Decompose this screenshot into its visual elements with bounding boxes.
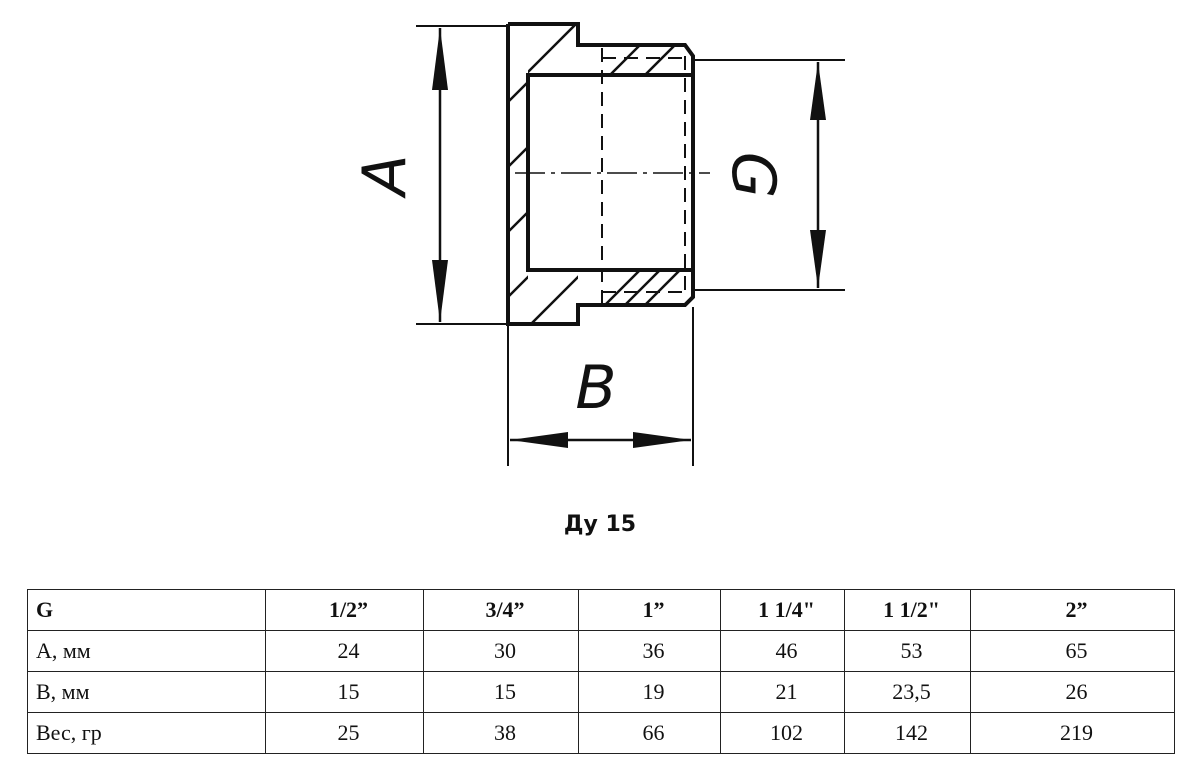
table-cell: 66 [578, 712, 721, 754]
table-cell: 19 [578, 671, 721, 713]
table-cell: 46 [720, 630, 845, 672]
table-cell: 21 [720, 671, 845, 713]
table-cell: 102 [720, 712, 845, 754]
header-cell: 1/2” [265, 589, 424, 631]
header-cell: 3/4” [423, 589, 579, 631]
header-cell: 1 1/2" [844, 589, 971, 631]
table-row: A, мм 24 30 36 46 53 65 [27, 630, 1175, 672]
dimension-a-label: A [350, 154, 420, 199]
thread-lines [601, 48, 690, 305]
plug-technical-drawing: A G B [350, 22, 845, 466]
table-cell: 15 [265, 671, 424, 713]
table-cell: 219 [970, 712, 1175, 754]
dimension-b-label: B [575, 353, 616, 423]
header-cell: 2” [970, 589, 1175, 631]
table-cell: 30 [423, 630, 579, 672]
dimension-b [507, 307, 694, 466]
table-row: B, мм 15 15 19 21 23,5 26 [27, 671, 1175, 713]
plug-body-outline [506, 22, 695, 326]
table-cell: A, мм [27, 630, 266, 672]
table-cell: 36 [578, 630, 721, 672]
table-cell: 142 [844, 712, 971, 754]
dimension-a [416, 25, 506, 325]
size-table: G 1/2” 3/4” 1” 1 1/4" 1 1/2" 2” A, мм 24… [27, 589, 1175, 754]
table-cell: 65 [970, 630, 1175, 672]
dimension-g-label: G [718, 152, 788, 199]
table-header-row: G 1/2” 3/4” 1” 1 1/4" 1 1/2" 2” [27, 589, 1175, 631]
dimension-g [695, 59, 845, 291]
table-cell: 26 [970, 671, 1175, 713]
table-cell: Вес, гр [27, 712, 266, 754]
table-cell: 53 [844, 630, 971, 672]
table-cell: 25 [265, 712, 424, 754]
header-cell: 1” [578, 589, 721, 631]
table-cell: B, мм [27, 671, 266, 713]
table-cell: 15 [423, 671, 579, 713]
header-cell: 1 1/4" [720, 589, 845, 631]
model-caption: Ду 15 [563, 512, 637, 537]
table-cell: 38 [423, 712, 579, 754]
header-cell: G [27, 589, 266, 631]
table-row: Вес, гр 25 38 66 102 142 219 [27, 712, 1175, 754]
table-cell: 23,5 [844, 671, 971, 713]
table-cell: 24 [265, 630, 424, 672]
